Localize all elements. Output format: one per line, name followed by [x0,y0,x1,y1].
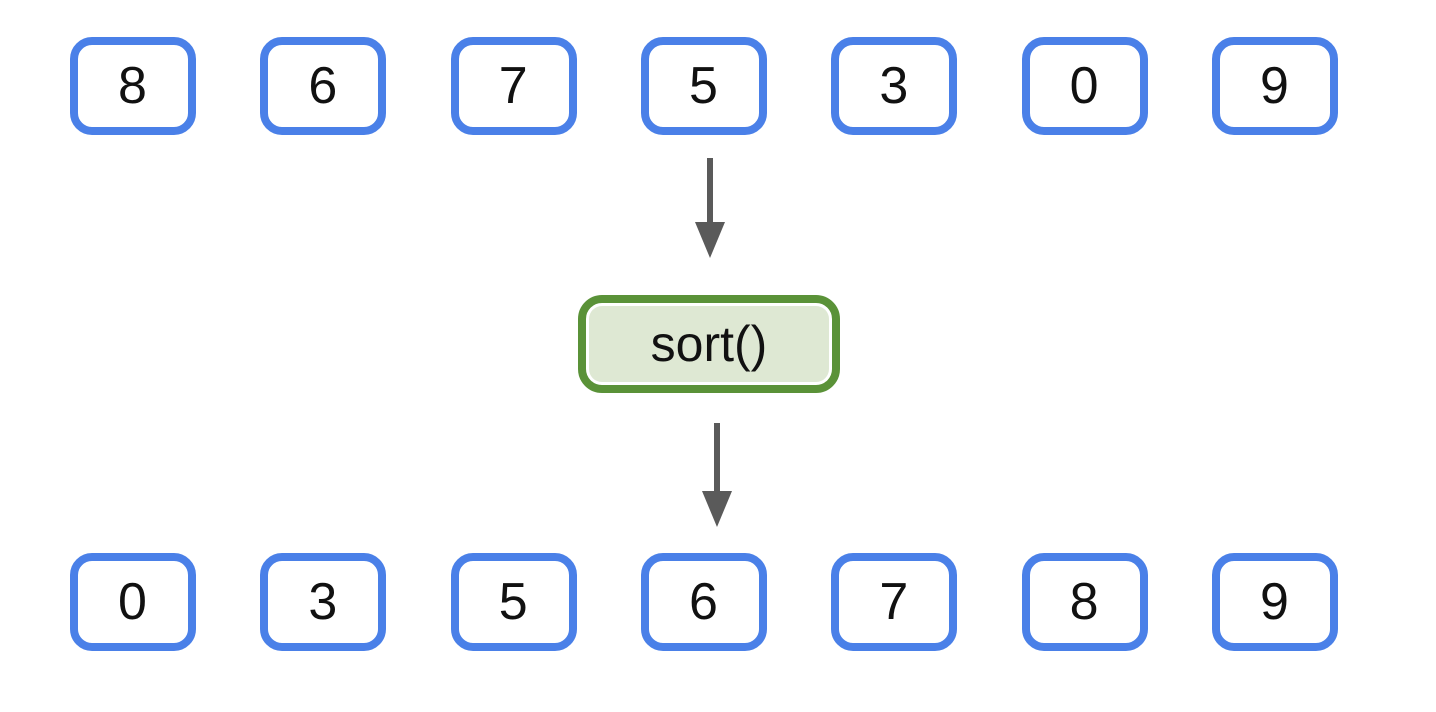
input-array-row: 8 6 7 5 3 0 9 [70,37,1338,135]
array-item-box: 6 [260,37,387,135]
array-item-value: 9 [1260,573,1290,631]
array-item-value: 8 [1069,573,1100,631]
array-item-value: 3 [308,573,339,631]
array-item-box: 3 [831,37,958,135]
sort-operation-fill: sort() [589,306,829,382]
arrow-down-icon [702,423,732,527]
array-item-box: 9 [1211,37,1338,135]
array-item-box: 3 [260,553,387,651]
sort-operation-label: sort() [650,316,768,372]
array-item-value: 0 [118,573,148,631]
array-item-value: 5 [498,573,529,631]
array-item-box: 6 [640,553,767,651]
output-array-row: 0 3 5 6 7 8 9 [70,553,1338,651]
array-item-value: 3 [879,57,910,115]
array-item-value: 5 [689,57,719,115]
array-item-value: 6 [689,573,719,631]
sort-operation-box: sort() [578,295,840,393]
array-item-box: 5 [640,37,767,135]
array-item-box: 8 [1021,553,1148,651]
array-item-value: 8 [118,57,148,115]
array-item-value: 7 [879,573,910,631]
array-item-box: 9 [1211,553,1338,651]
array-item-value: 9 [1260,57,1290,115]
arrow-down-icon [695,158,725,258]
array-item-box: 7 [450,37,577,135]
array-item-value: 6 [308,57,339,115]
array-item-box: 7 [831,553,958,651]
array-item-value: 0 [1069,57,1100,115]
array-item-box: 8 [70,37,196,135]
array-item-box: 0 [70,553,196,651]
array-item-box: 5 [450,553,577,651]
array-item-box: 0 [1021,37,1148,135]
array-item-value: 7 [498,57,529,115]
